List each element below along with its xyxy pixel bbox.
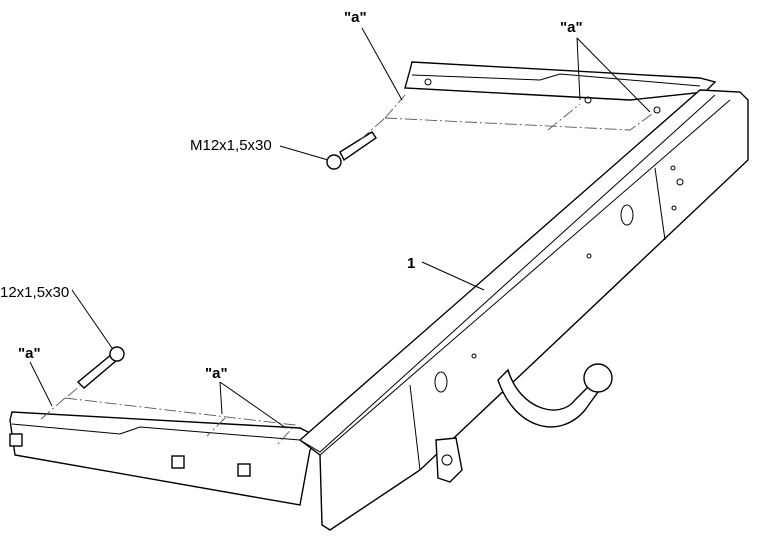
bolt-left-label: 12x1,5x30 (0, 284, 69, 301)
nut-2 (171, 455, 185, 469)
leader-lines (29, 27, 651, 429)
ref-a-top-right: "a" (560, 19, 583, 36)
bolt-top (326, 131, 377, 170)
nut-1 (9, 433, 23, 447)
nut-3 (237, 463, 251, 477)
bolt-left (76, 346, 125, 389)
right-side-bracket (404, 61, 717, 114)
part-number-label: 1 (407, 255, 415, 272)
ref-a-left: "a" (18, 345, 41, 362)
alignment-lines (39, 94, 656, 445)
left-side-bracket (9, 411, 322, 506)
ref-a-top-left: "a" (344, 9, 367, 26)
main-crossbeam (298, 89, 749, 531)
tow-ball (435, 363, 613, 483)
bolt-top-label: M12x1,5x30 (190, 137, 272, 154)
ref-a-bottom-mid: "a" (205, 365, 228, 382)
